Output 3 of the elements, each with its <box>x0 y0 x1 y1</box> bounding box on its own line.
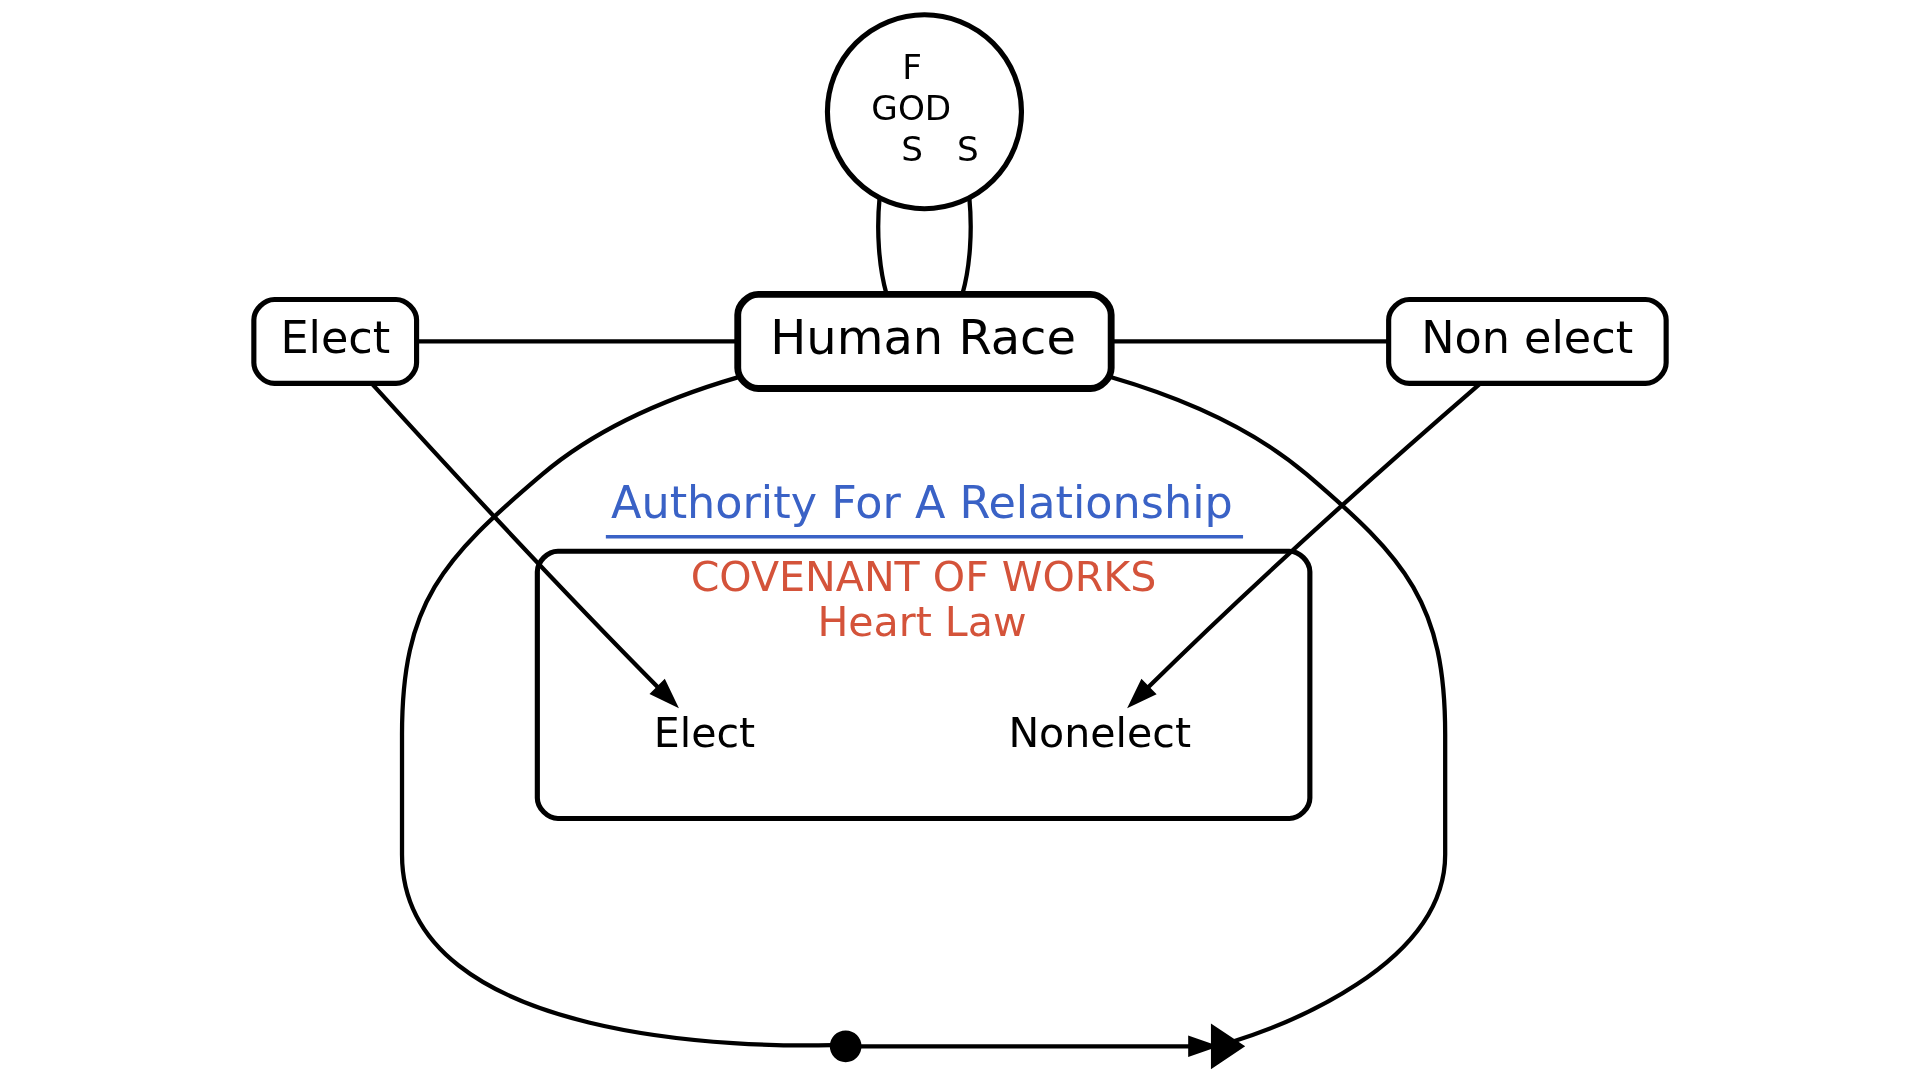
node-text: Nonelect <box>1008 708 1192 757</box>
label: Authority For A Relationship <box>610 476 1233 529</box>
node-text: Elect <box>653 708 756 757</box>
